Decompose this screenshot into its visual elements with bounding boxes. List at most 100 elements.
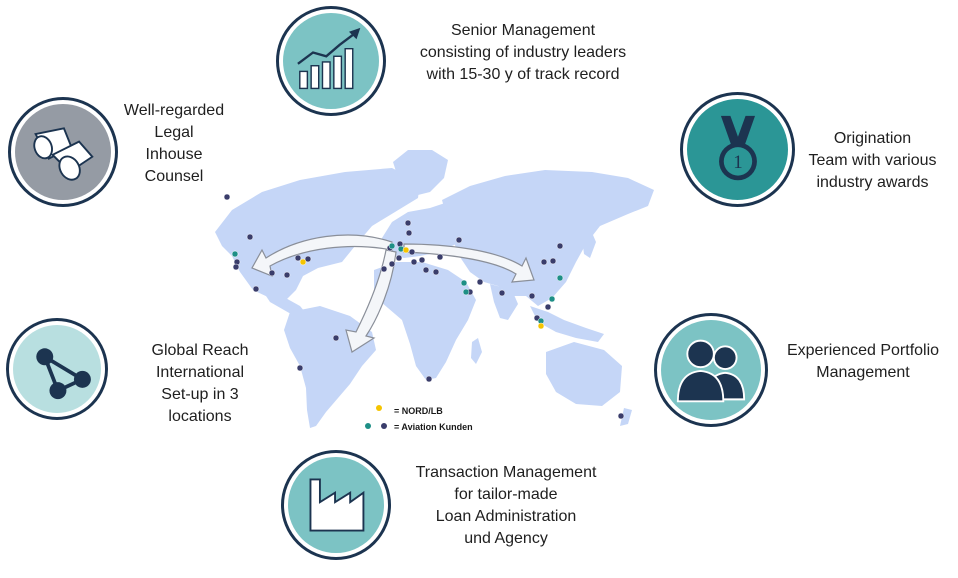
continent-india bbox=[490, 284, 518, 320]
legal-line-4: Counsel bbox=[144, 168, 204, 185]
global-reach-label: Global Reach International Set-up in 3 l… bbox=[130, 340, 270, 428]
portfolio-label: Experienced Portfolio Management bbox=[773, 340, 953, 384]
nord-lb-dot bbox=[537, 322, 545, 330]
aviation-dot bbox=[388, 260, 396, 268]
origination-line-3: industry awards bbox=[816, 174, 929, 191]
origination-line-1: Origination bbox=[833, 130, 912, 147]
continent-greenland bbox=[393, 150, 448, 196]
map-land bbox=[215, 150, 654, 428]
aviation-dot bbox=[410, 258, 418, 266]
network-icon bbox=[36, 348, 91, 400]
arrow-europe-to-asia bbox=[403, 243, 535, 283]
aviation-dot-teal bbox=[460, 279, 468, 287]
legal-circle bbox=[8, 97, 118, 207]
aviation-dot bbox=[556, 242, 564, 250]
factory-icon bbox=[309, 478, 365, 532]
nord-lb-legend-dot bbox=[376, 405, 382, 411]
aviation-dot bbox=[268, 269, 276, 277]
nord-lb-legend-label: = NORD/LB bbox=[394, 406, 443, 416]
svg-text:1: 1 bbox=[733, 152, 742, 173]
aviation-dot bbox=[304, 255, 312, 263]
continent-new-zealand bbox=[620, 408, 632, 426]
aviation-dot bbox=[408, 248, 416, 256]
aviation-dot bbox=[246, 233, 254, 241]
origination-label: Origination Team with various industry a… bbox=[790, 128, 955, 194]
portfolio-line-1: Experienced Portfolio bbox=[786, 342, 940, 359]
aviation-dot bbox=[232, 263, 240, 271]
aviation-dot-teal bbox=[548, 295, 556, 303]
continent-asia bbox=[442, 170, 654, 306]
aviation-dot bbox=[436, 253, 444, 261]
connection-arrows bbox=[251, 234, 535, 353]
aviation-dot bbox=[544, 303, 552, 311]
transaction-line-3: Loan Administration bbox=[435, 508, 577, 525]
aviation-dot bbox=[617, 412, 625, 420]
client-dots bbox=[223, 193, 625, 420]
senior-management-label: Senior Management consisting of industry… bbox=[398, 20, 648, 86]
senior-management-line-2: consisting of industry leaders bbox=[419, 44, 627, 61]
aviation-dot bbox=[252, 285, 260, 293]
continent-australia bbox=[546, 342, 622, 406]
transaction-label: Transaction Management for tailor-made L… bbox=[388, 462, 624, 550]
aviation-dot bbox=[432, 268, 440, 276]
aviation-dot bbox=[332, 334, 340, 342]
aviation-dot bbox=[425, 375, 433, 383]
aviation-dot bbox=[380, 265, 388, 273]
aviation-dot bbox=[540, 258, 548, 266]
global-reach-line-2: International bbox=[155, 364, 245, 381]
transaction-line-2: for tailor-made bbox=[454, 486, 558, 503]
portfolio-line-2: Management bbox=[816, 364, 910, 381]
map-legend: = NORD/LB = Aviation Kunden bbox=[364, 404, 504, 434]
aviation-dot bbox=[528, 292, 536, 300]
senior-management-line-1: Senior Management bbox=[450, 22, 596, 39]
senior-management-line-3: with 15-30 y of track record bbox=[426, 66, 620, 83]
aviation-dot bbox=[455, 236, 463, 244]
aviation-dot bbox=[395, 254, 403, 262]
aviation-dot bbox=[422, 266, 430, 274]
transaction-circle bbox=[281, 450, 391, 560]
continent-japan bbox=[582, 228, 596, 258]
binoculars-icon bbox=[33, 127, 94, 181]
aviation-dot bbox=[223, 193, 231, 201]
medal-icon: 1 bbox=[719, 115, 757, 181]
aviation-dot bbox=[404, 219, 412, 227]
senior-management-circle bbox=[276, 6, 386, 116]
growth-chart-icon bbox=[297, 27, 361, 90]
aviation-dot bbox=[418, 256, 426, 264]
legal-line-2: Legal bbox=[154, 124, 194, 141]
global-reach-line-4: locations bbox=[168, 408, 232, 425]
legal-label: Well-regarded Legal Inhouse Counsel bbox=[104, 100, 244, 188]
nord-lb-dot bbox=[299, 258, 307, 266]
continent-madagascar bbox=[471, 338, 482, 364]
nord-lb-dot bbox=[402, 246, 410, 254]
aviation-legend-dot-navy bbox=[381, 423, 387, 429]
arrow-europe-to-americas bbox=[251, 234, 393, 277]
origination-line-2: Team with various bbox=[808, 152, 937, 169]
global-reach-circle bbox=[6, 318, 108, 420]
aviation-legend-dot-teal bbox=[365, 423, 371, 429]
continent-africa bbox=[374, 262, 476, 380]
aviation-dot bbox=[296, 364, 304, 372]
aviation-dot bbox=[476, 278, 484, 286]
legal-line-3: Inhouse bbox=[145, 146, 203, 163]
aviation-dot bbox=[549, 257, 557, 265]
transaction-line-4: und Agency bbox=[464, 530, 548, 547]
global-reach-line-1: Global Reach bbox=[151, 342, 249, 359]
aviation-dot bbox=[283, 271, 291, 279]
people-icon bbox=[676, 339, 746, 403]
aviation-dot-teal bbox=[462, 288, 470, 296]
legal-line-1: Well-regarded bbox=[123, 102, 225, 119]
aviation-dot-teal bbox=[231, 250, 239, 258]
arrow-europe-to-south-america bbox=[345, 249, 397, 353]
global-reach-line-3: Set-up in 3 bbox=[161, 386, 239, 403]
transaction-line-1: Transaction Management bbox=[415, 464, 597, 481]
aviation-dot bbox=[405, 229, 413, 237]
aviation-dot-teal bbox=[388, 242, 396, 250]
aviation-dot bbox=[498, 289, 506, 297]
portfolio-circle bbox=[654, 313, 768, 427]
origination-circle: 1 bbox=[680, 92, 795, 207]
continent-southeast-asia bbox=[530, 306, 604, 342]
aviation-dot bbox=[294, 254, 302, 262]
aviation-legend-label: = Aviation Kunden bbox=[394, 422, 473, 432]
